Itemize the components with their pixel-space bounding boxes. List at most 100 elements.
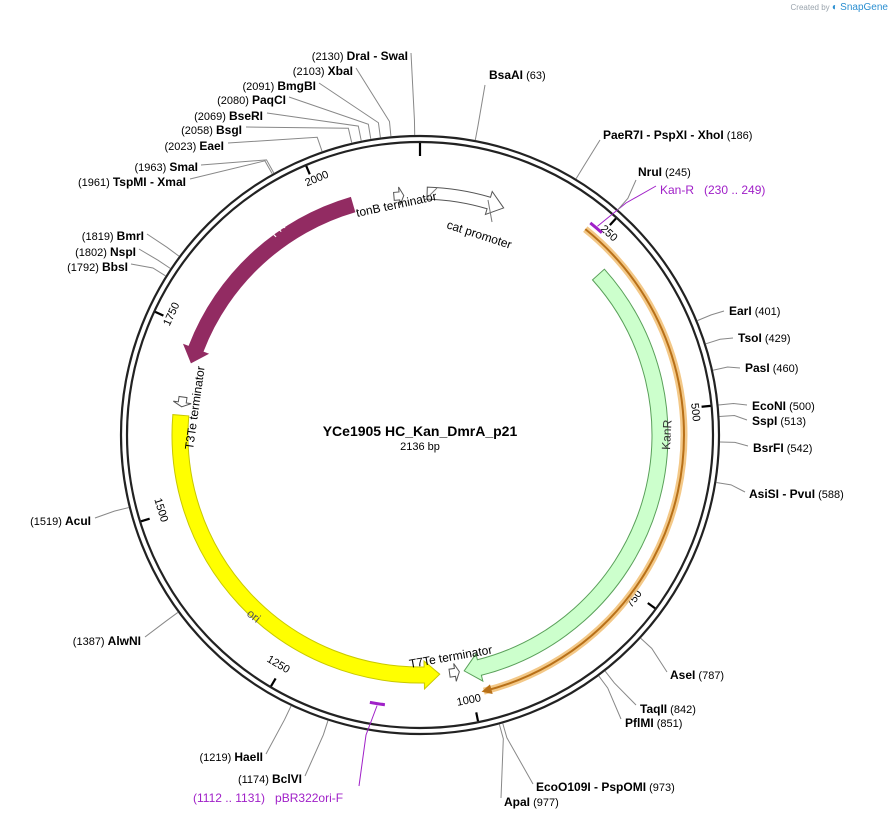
primer-leader-pbr322ori-f	[358, 705, 378, 787]
site-leader-alwni	[144, 611, 179, 638]
feature-kanr	[463, 268, 669, 683]
site-leader-tsoi	[705, 337, 734, 345]
site-label-nrui: NruI (245)	[638, 165, 691, 179]
site-label-tsoi: TsoI (429)	[738, 331, 791, 345]
site-leader-bmri	[146, 233, 180, 257]
feature-cat-promoter	[426, 186, 505, 216]
site-label-drai-swai: (2130) DraI - SwaI	[312, 49, 408, 63]
tick-1750	[154, 310, 164, 317]
site-label-pflmi: PflMI (851)	[625, 716, 682, 730]
tick-label-500: 500	[688, 403, 702, 422]
site-label-bsaai: BsaAI (63)	[489, 68, 546, 82]
restriction-sites: BsaAI (63) PaeR7I - PspXI - XhoI (186) Nru…	[30, 49, 844, 809]
primer-mark-kan-r	[589, 221, 603, 234]
tick-label-1750: 1750	[161, 301, 182, 328]
primer-label-kan-r: Kan-R(230 .. 249)	[660, 183, 765, 197]
site-label-bclvi: (1174) BclVI	[238, 772, 302, 786]
site-label-eaei: (2023) EaeI	[164, 139, 224, 153]
feature-label-cat-promoter: cat promoter	[445, 218, 513, 252]
site-label-ecoo109i-pspomi: EcoO109I - PspOMI (973)	[536, 780, 675, 794]
site-leader-eaei	[227, 136, 323, 152]
credit-prefix: Created by	[790, 3, 830, 12]
site-leader-nspi	[138, 248, 171, 269]
site-leader-bsgi	[245, 126, 353, 143]
backbone-inner-ring	[125, 140, 715, 730]
site-label-tspmi-xmai: (1961) TspMI - XmaI	[78, 175, 186, 189]
site-leader-paqci	[288, 96, 372, 140]
site-leader-drai-swai	[410, 52, 416, 136]
site-label-paqci: (2080) PaqCI	[217, 93, 286, 107]
site-leader-apai	[498, 724, 504, 799]
primer-arrowhead-kanr	[481, 684, 493, 694]
site-label-asei: AseI (787)	[670, 668, 724, 682]
site-label-econi: EcoNI (500)	[752, 399, 815, 413]
site-label-paer7i-pspxi-xhoi: PaeR7I - PspXI - XhoI (186)	[603, 128, 752, 142]
site-leader-eari	[697, 310, 725, 322]
tick-500	[701, 404, 711, 408]
site-leader-bclvi	[304, 720, 329, 777]
tick-750	[647, 602, 656, 610]
feature-t3te-terminator	[173, 395, 192, 408]
tick-250	[609, 217, 617, 226]
site-label-haeii: (1219) HaeII	[199, 750, 263, 764]
site-label-bmgbi: (2091) BmgBI	[242, 79, 316, 93]
site-leader-econi	[718, 403, 748, 406]
site-leader-bbsi	[130, 263, 166, 277]
site-label-sspi: SspI (513)	[752, 414, 806, 428]
site-label-alwni: (1387) AlwNI	[73, 634, 141, 648]
site-leader-tspmi-xmai	[189, 160, 273, 180]
site-leader-bseri	[266, 112, 362, 141]
site-leader-nrui	[617, 179, 637, 210]
snapgene-credit: Created by ◐ SnapGene	[791, 2, 888, 13]
backbone	[119, 134, 721, 736]
site-leader-xbai	[355, 67, 392, 137]
plasmid-name: YCe1905 HC_Kan_DmrA_p21	[323, 423, 518, 439]
site-leader-smai	[200, 159, 275, 174]
site-label-bseri: (2069) BseRI	[194, 109, 263, 123]
site-label-asisi-pvui: AsiSI - PvuI (588)	[749, 487, 844, 501]
primer-leader-kan-r	[597, 185, 657, 227]
tick-1250	[270, 677, 277, 687]
tick-2000	[305, 165, 311, 175]
site-label-acui: (1519) AcuI	[30, 514, 91, 528]
feature-tonb-terminator	[393, 186, 405, 206]
site-leader-bsaai	[474, 84, 486, 141]
feature-label-kanr: KanR	[659, 419, 675, 450]
site-label-smai: (1963) SmaI	[134, 160, 198, 174]
site-label-bsrfi: BsrFI (542)	[753, 441, 812, 455]
snapgene-logo: ◐	[831, 2, 838, 13]
tick-label-2000: 2000	[303, 169, 330, 190]
tick-label-1500: 1500	[151, 497, 170, 524]
site-label-bsgi: (2058) BsgI	[181, 123, 242, 137]
site-leader-taqii	[604, 670, 637, 706]
site-leader-acui	[94, 507, 130, 519]
site-leader-pflmi	[598, 675, 622, 720]
feature-leader-1	[487, 199, 493, 223]
tick-label-1000: 1000	[456, 692, 482, 709]
feature-fkbp	[182, 196, 356, 364]
primer-mark-pbr322ori-f	[369, 700, 386, 707]
site-label-nspi: (1802) NspI	[75, 245, 136, 259]
feature-label-t3te-terminator: T3Te terminator	[182, 365, 208, 450]
site-label-pasi: PasI (460)	[745, 361, 798, 375]
site-leader-ecoo109i-pspomi	[502, 723, 534, 785]
primer-line-kanr	[483, 228, 685, 693]
site-leader-bmgbi	[318, 82, 381, 138]
credit-brand: SnapGene	[840, 2, 888, 13]
feature-leader-0	[424, 187, 438, 201]
site-label-bbsi: (1792) BbsI	[67, 260, 128, 274]
feature-t7te-terminator	[448, 663, 460, 682]
site-label-bmri: (1819) BmrI	[82, 229, 144, 243]
site-label-eari: EarI (401)	[729, 304, 780, 318]
site-leader-bsrfi	[719, 441, 749, 447]
site-leader-asisi-pvui	[716, 481, 746, 493]
site-label-xbai: (2103) XbaI	[293, 64, 353, 78]
site-leader-pasi	[712, 366, 741, 371]
site-label-apai: ApaI (977)	[504, 795, 559, 809]
site-leader-sspi	[719, 415, 748, 421]
site-label-taqii: TaqII (842)	[640, 702, 696, 716]
tick-1500	[140, 517, 150, 523]
primer-label-pbr322ori-f: (1112 .. 1131)pBR322ori-F	[193, 791, 343, 805]
tick-label-1250: 1250	[265, 653, 292, 676]
